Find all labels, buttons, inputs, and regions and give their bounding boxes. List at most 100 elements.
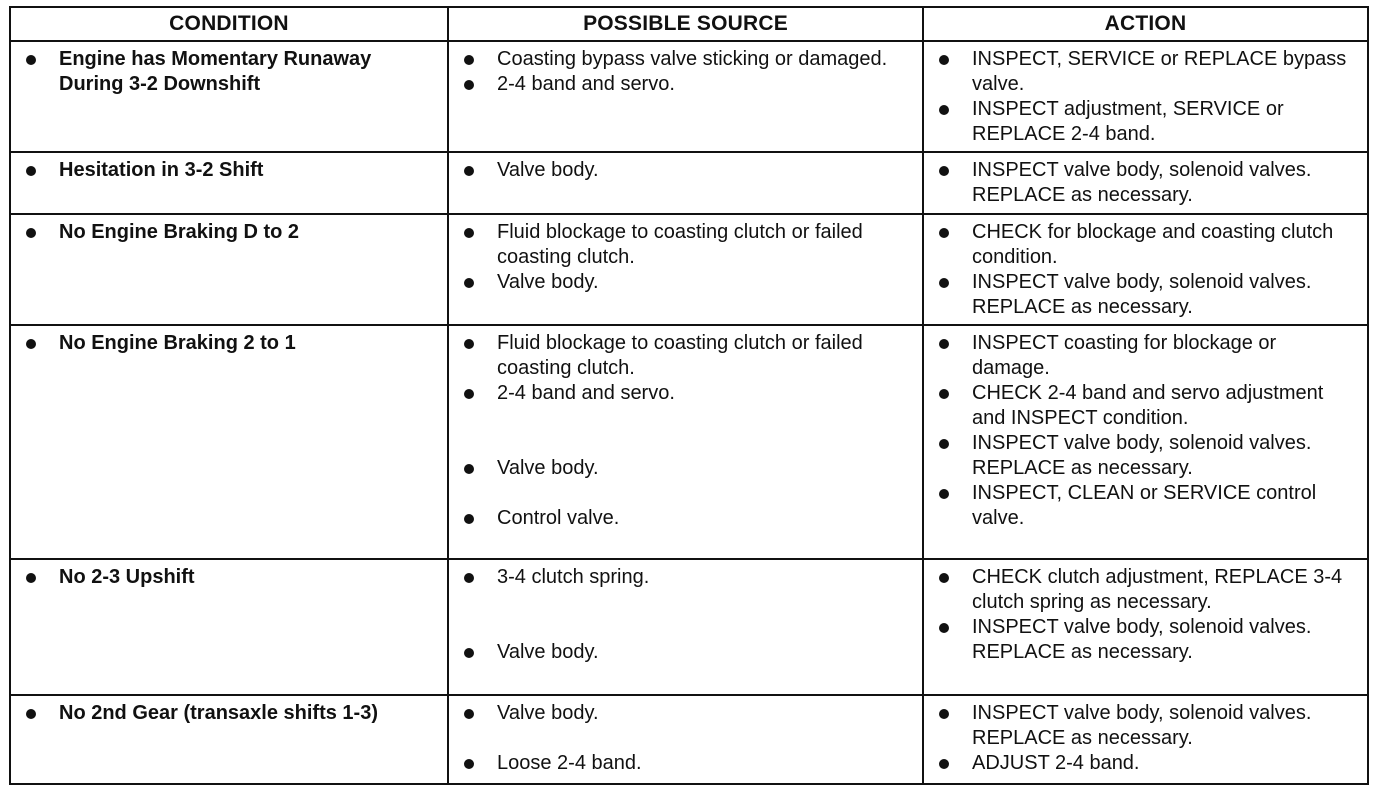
source-text: 2-4 band and servo. xyxy=(497,73,675,95)
condition-item: Hesitation in 3-2 Shift xyxy=(21,158,439,183)
action-cell: INSPECT, SERVICE or REPLACE bypass valve… xyxy=(922,39,1369,154)
bullet-icon xyxy=(939,489,949,500)
source-cell: 3-4 clutch spring. Valve body. xyxy=(447,558,924,696)
action-text: CHECK 2-4 band and servo adjustment and … xyxy=(972,382,1324,430)
bullet-icon xyxy=(939,758,949,769)
source-text: Valve body. xyxy=(497,701,599,724)
action-item: ADJUST 2-4 band. xyxy=(934,751,1359,776)
action-item: INSPECT valve body, solenoid valves. REP… xyxy=(934,701,1359,751)
condition-cell: No Engine Braking 2 to 1 xyxy=(9,324,449,561)
table-row: Engine has Momentary Runaway During 3-2 … xyxy=(9,39,1369,154)
source-item: Valve body. xyxy=(459,640,914,665)
condition-text: No Engine Braking D to 2 xyxy=(59,220,300,243)
action-text: INSPECT valve body, solenoid valves. REP… xyxy=(972,159,1312,207)
condition-text: No Engine Braking 2 to 1 xyxy=(59,332,296,355)
bullet-icon xyxy=(939,623,949,634)
bullet-icon xyxy=(464,648,474,659)
diagnosis-table: CONDITION POSSIBLE SOURCE ACTION Engine … xyxy=(9,6,1369,786)
condition-cell: Hesitation in 3-2 Shift xyxy=(9,151,449,215)
action-item: INSPECT, SERVICE or REPLACE bypass valve… xyxy=(934,47,1359,97)
table-row: Hesitation in 3-2 Shift Valve body. INSP… xyxy=(9,151,1369,215)
source-text: Fluid blockage to coasting clutch or fai… xyxy=(497,220,863,268)
source-item: 2-4 band and servo. xyxy=(459,72,914,97)
action-text: INSPECT valve body, solenoid valves. REP… xyxy=(972,616,1312,664)
condition-text: No 2nd Gear (transaxle shifts 1-3) xyxy=(59,701,378,724)
bullet-icon xyxy=(464,758,474,769)
bullet-icon xyxy=(464,573,474,584)
condition-item: No 2nd Gear (transaxle shifts 1-3) xyxy=(21,701,439,726)
source-cell: Valve body. xyxy=(447,151,924,215)
action-item: CHECK 2-4 band and servo adjustment and … xyxy=(934,381,1359,431)
action-item: INSPECT, CLEAN or SERVICE control valve. xyxy=(934,481,1359,531)
bullet-icon xyxy=(464,277,474,288)
source-text: Valve body. xyxy=(497,457,599,480)
header-row: CONDITION POSSIBLE SOURCE ACTION xyxy=(9,6,1369,42)
source-item: Valve body. xyxy=(459,701,914,726)
bullet-icon xyxy=(464,464,474,475)
bullet-icon xyxy=(939,439,949,450)
bullet-icon xyxy=(26,227,36,238)
source-item: Coasting bypass valve sticking or damage… xyxy=(459,47,914,72)
source-item: Fluid blockage to coasting clutch or fai… xyxy=(459,220,914,270)
source-item: Fluid blockage to coasting clutch or fai… xyxy=(459,331,914,381)
source-text: 3-4 clutch spring. xyxy=(497,566,650,589)
action-text: CHECK clutch adjustment, REPLACE 3-4 clu… xyxy=(972,566,1343,614)
bullet-icon xyxy=(939,227,949,238)
condition-item: Engine has Momentary Runaway During 3-2 … xyxy=(21,47,439,97)
bullet-icon xyxy=(26,708,36,719)
bullet-icon xyxy=(939,573,949,584)
condition-text: Hesitation in 3-2 Shift xyxy=(59,159,264,182)
condition-cell: No Engine Braking D to 2 xyxy=(9,212,449,327)
bullet-icon xyxy=(939,339,949,350)
header-action: ACTION xyxy=(922,6,1369,42)
action-cell: INSPECT valve body, solenoid valves. REP… xyxy=(922,151,1369,215)
table-row: No Engine Braking D to 2 Fluid blockage … xyxy=(9,212,1369,327)
action-item: INSPECT adjustment, SERVICE or REPLACE 2… xyxy=(934,97,1359,147)
bullet-icon xyxy=(939,105,949,115)
source-item: 3-4 clutch spring. xyxy=(459,565,914,590)
condition-item: No 2-3 Upshift xyxy=(21,565,439,590)
source-item: Valve body. xyxy=(459,270,914,295)
header-condition: CONDITION xyxy=(9,6,449,42)
bullet-icon xyxy=(939,55,949,65)
source-text: Loose 2-4 band. xyxy=(497,751,642,774)
bullet-icon xyxy=(464,227,474,238)
action-item: INSPECT coasting for blockage or damage. xyxy=(934,331,1359,381)
condition-item: No Engine Braking 2 to 1 xyxy=(21,331,439,356)
source-item: Valve body. xyxy=(459,158,914,183)
condition-cell: Engine has Momentary Runaway During 3-2 … xyxy=(9,39,449,154)
table-row: No 2-3 Upshift 3-4 clutch spring. Valve … xyxy=(9,558,1369,696)
action-text: INSPECT adjustment, SERVICE or REPLACE 2… xyxy=(972,98,1284,145)
source-item: Valve body. xyxy=(459,456,914,481)
table-row: No Engine Braking 2 to 1 Fluid blockage … xyxy=(9,324,1369,561)
action-item: CHECK for blockage and coasting clutch c… xyxy=(934,220,1359,270)
source-text: Valve body. xyxy=(497,641,599,664)
action-text: INSPECT valve body, solenoid valves. REP… xyxy=(972,270,1312,318)
source-cell: Valve body. Loose 2-4 band. xyxy=(447,693,924,786)
bullet-icon xyxy=(464,708,474,719)
action-cell: INSPECT coasting for blockage or damage.… xyxy=(922,324,1369,561)
action-text: INSPECT, SERVICE or REPLACE bypass valve… xyxy=(972,48,1347,95)
source-item: Control valve. xyxy=(459,506,914,531)
bullet-icon xyxy=(464,389,474,400)
condition-text: No 2-3 Upshift xyxy=(59,566,195,589)
source-item: Loose 2-4 band. xyxy=(459,751,914,776)
condition-cell: No 2-3 Upshift xyxy=(9,558,449,696)
source-text: 2-4 band and servo. xyxy=(497,382,675,405)
bullet-icon xyxy=(464,339,474,350)
action-text: CHECK for blockage and coasting clutch c… xyxy=(972,220,1334,268)
bullet-icon xyxy=(939,277,949,288)
bullet-icon xyxy=(464,514,474,525)
bullet-icon xyxy=(464,166,474,177)
bullet-icon xyxy=(939,708,949,719)
header-possible-source: POSSIBLE SOURCE xyxy=(447,6,924,42)
action-cell: CHECK clutch adjustment, REPLACE 3-4 clu… xyxy=(922,558,1369,696)
action-item: INSPECT valve body, solenoid valves. REP… xyxy=(934,270,1359,320)
bullet-icon xyxy=(464,80,474,90)
bullet-icon xyxy=(26,339,36,350)
condition-cell: No 2nd Gear (transaxle shifts 1-3) xyxy=(9,693,449,786)
source-cell: Fluid blockage to coasting clutch or fai… xyxy=(447,324,924,561)
action-item: INSPECT valve body, solenoid valves. REP… xyxy=(934,431,1359,481)
action-text: INSPECT coasting for blockage or damage. xyxy=(972,332,1277,380)
action-text: INSPECT valve body, solenoid valves. REP… xyxy=(972,701,1312,749)
